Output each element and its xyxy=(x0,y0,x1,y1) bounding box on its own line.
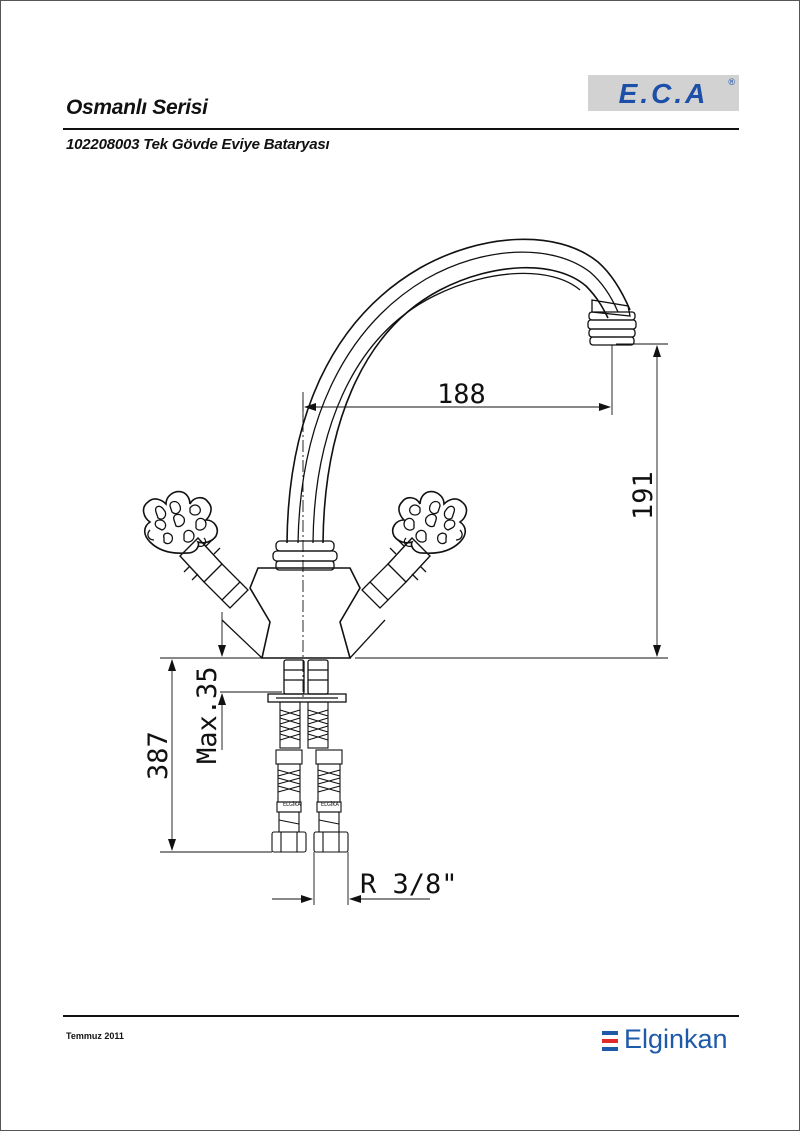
dim-max-thickness: Max.35 xyxy=(192,666,223,764)
elginkan-mark-icon xyxy=(602,1031,618,1051)
registered-mark: ® xyxy=(728,77,735,87)
eca-logo-text: E.C.A xyxy=(618,78,709,109)
series-title: Osmanlı Serisi xyxy=(66,96,208,119)
footer-rule xyxy=(63,1015,739,1017)
eca-logo: E.C.A ® xyxy=(588,75,739,111)
brand-name: Elginkan xyxy=(624,1024,728,1054)
dim-spout-reach: 188 xyxy=(437,379,486,410)
dim-spout-height: 191 xyxy=(628,471,659,520)
dim-hose-length: 387 xyxy=(143,731,174,780)
document-date: Temmuz 2011 xyxy=(66,1031,124,1041)
header-rule xyxy=(63,128,739,130)
hose-label-left: ELGİKA xyxy=(283,801,301,808)
product-title: 102208003 Tek Gövde Eviye Bataryası xyxy=(66,136,330,153)
hose-label-right: ELGİKA xyxy=(321,801,339,808)
dim-connection: R 3/8" xyxy=(360,869,458,900)
